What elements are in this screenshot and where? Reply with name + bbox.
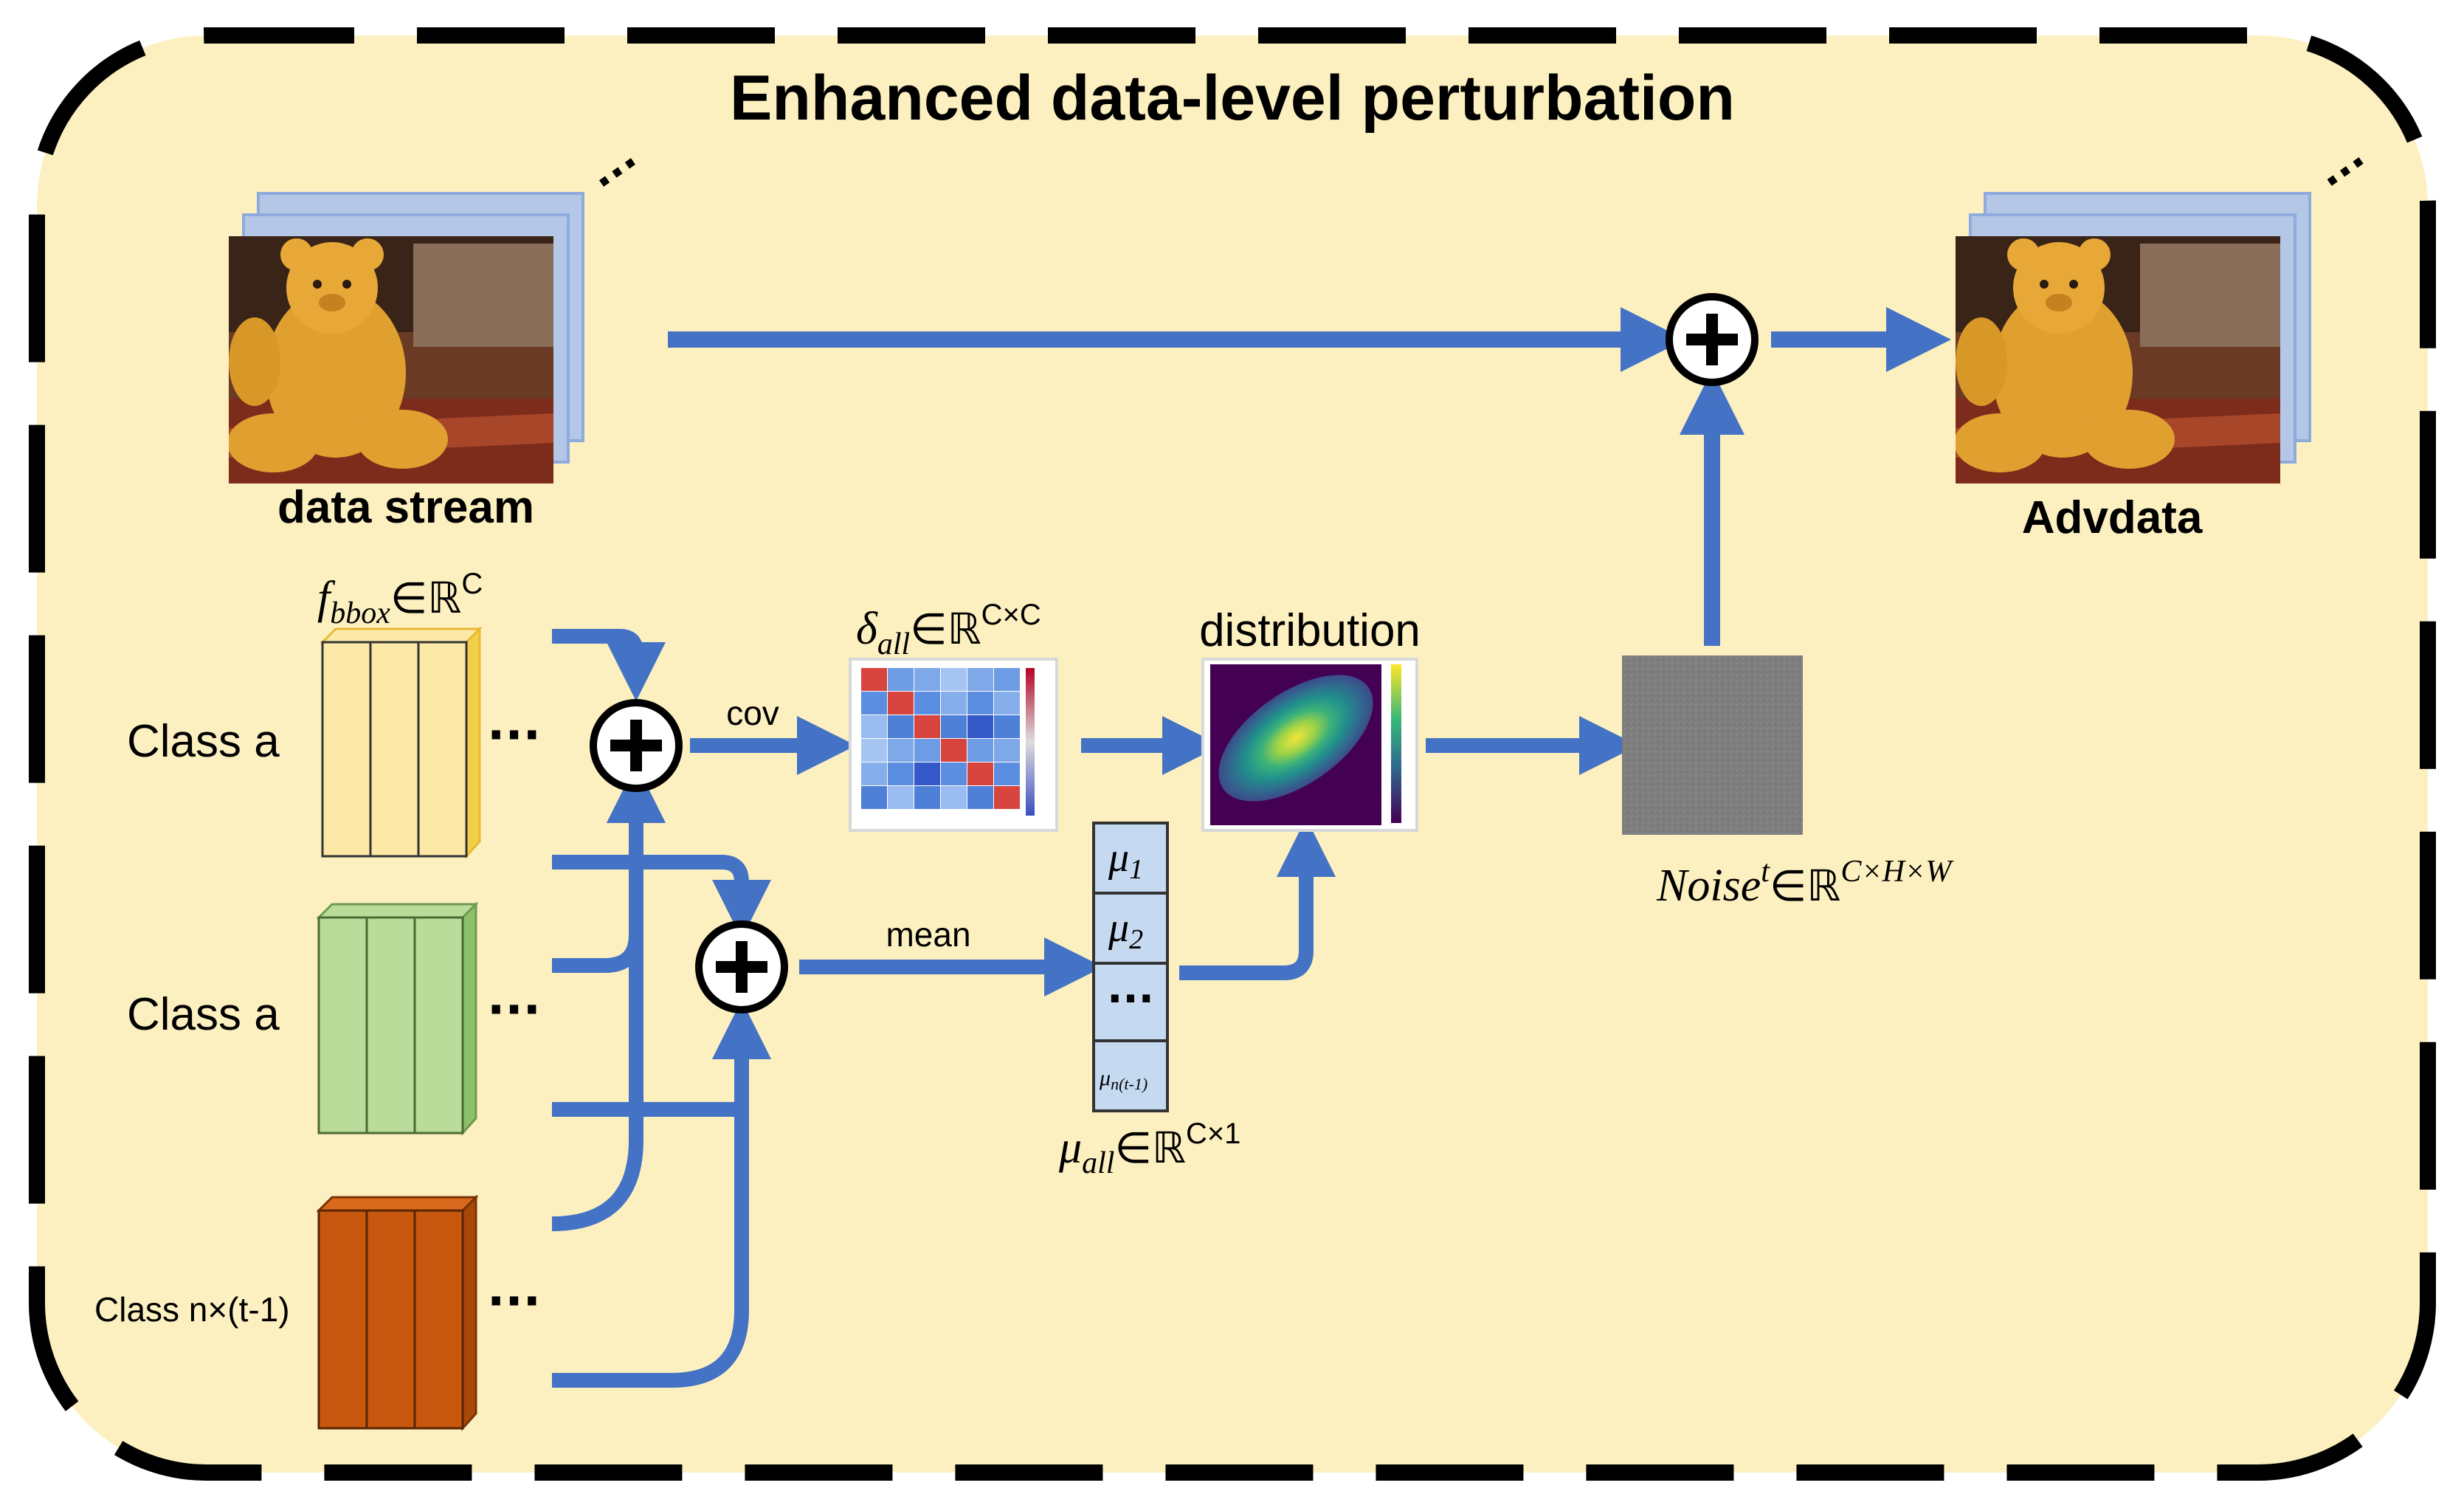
noise-set: ∈ℝ (1770, 862, 1840, 910)
feature-block-row-2 (316, 901, 479, 1136)
heatmap-cell (967, 668, 993, 691)
heatmap-cell (914, 786, 940, 809)
class-label-row-3: Class n×(t-1) (94, 1290, 290, 1329)
heatmap-cell (967, 692, 993, 715)
noise-label: Noiset∈ℝC×H×W (1656, 855, 1954, 911)
diagram-title: Enhanced data-level perturbation (730, 63, 1735, 134)
heatmap-cell (994, 668, 1020, 691)
feature-superscript: C (461, 568, 483, 600)
heatmap-cell (914, 739, 940, 762)
gaussian-ellipse (1218, 675, 1373, 802)
heatmap-cell (888, 762, 914, 785)
mean-vector: μ1 μ2 ··· μn(t-1) (1092, 822, 1169, 1112)
advdata-stack: ··· (1956, 139, 2378, 483)
covariance-subscript: all (877, 627, 910, 661)
heatmap-cell (861, 786, 887, 809)
heatmap-cell (994, 786, 1020, 809)
heatmap-cell (994, 692, 1020, 715)
feature-more-dots-row-1: ··· (487, 709, 541, 763)
heatmap-cell (941, 739, 967, 762)
heatmap-cell (888, 668, 914, 691)
feature-subscript: bbox (330, 596, 390, 630)
heatmap-cell (994, 739, 1020, 762)
mean-vector-label: μall∈ℝC×1 (1058, 1118, 1240, 1180)
distribution-colorbar (1391, 664, 1401, 823)
covariance-superscript: C×C (981, 599, 1041, 631)
feature-block-row-1 (320, 626, 483, 859)
mean-vector-symbol: μ (1058, 1123, 1082, 1173)
mean-vector-subscript: all (1082, 1146, 1114, 1180)
covariance-symbol: δ (856, 604, 878, 654)
feature-label: fbbox∈ℝC (317, 568, 483, 630)
heatmap-cell (914, 668, 940, 691)
heatmap-cell (941, 668, 967, 691)
feature-more-dots-row-2: ··· (487, 983, 541, 1038)
data-stream-label: data stream (277, 482, 534, 533)
cov-label: cov (726, 694, 779, 732)
noise-superscript: C×H×W (1840, 855, 1954, 889)
distribution-label: distribution (1199, 605, 1421, 656)
mean-entry-1: μ1 (1108, 835, 1143, 885)
heatmap-cell (914, 692, 940, 715)
class-label-row-1: Class a (127, 716, 280, 767)
teddy-bear-photo (229, 236, 553, 483)
heatmap-cell (941, 762, 967, 785)
noise-image (1622, 655, 1803, 835)
feature-set: ∈ℝ (390, 574, 461, 622)
feature-block-row-3 (316, 1194, 479, 1431)
heatmap-cell (914, 715, 940, 738)
heatmap-cell (967, 739, 993, 762)
heatmap-cell (888, 786, 914, 809)
heatmap-cell (994, 715, 1020, 738)
data-stream-stack: ··· (229, 140, 651, 483)
class-label-row-2: Class a (127, 989, 280, 1040)
add-operator-mean (695, 920, 788, 1013)
covariance-set: ∈ℝ (910, 605, 981, 653)
heatmap-cell (941, 786, 967, 809)
mean-entry-ellipsis: ··· (1107, 975, 1154, 1023)
heatmap-cell (861, 762, 887, 785)
heatmap-cell (888, 692, 914, 715)
distribution-plot (1201, 658, 1418, 832)
heatmap-cell (861, 739, 887, 762)
heatmap-cell (941, 692, 967, 715)
heatmap-cell (861, 715, 887, 738)
panel-dashed-border (29, 27, 2436, 1481)
heatmap-cell (967, 786, 993, 809)
advdata-label: Advdata (2022, 492, 2203, 543)
arrow-row1-to-mean-add (552, 855, 771, 939)
mean-label: mean (886, 915, 970, 954)
add-operator-cov (590, 699, 683, 792)
noise-time-superscript: t (1761, 855, 1770, 889)
flow-connectors (551, 629, 1638, 1388)
heatmap-colorbar (1026, 668, 1035, 816)
heatmap-cell (967, 762, 993, 785)
heatmap-cell (941, 715, 967, 738)
heatmap-cells (861, 668, 1020, 809)
arrow-row3-to-cov-add (551, 764, 666, 1231)
heatmap-cell (861, 668, 887, 691)
noise-symbol: Noise (1656, 861, 1761, 911)
feature-more-dots-row-3: ··· (487, 1275, 541, 1329)
covariance-label: δall∈ℝC×C (856, 599, 1041, 661)
adversarial-teddy-photo (1956, 236, 2280, 483)
mean-entry-2: μ2 (1108, 905, 1143, 955)
mean-entry-last: μn(t-1) (1099, 1066, 1148, 1093)
add-operator-top (1666, 293, 1759, 386)
heatmap-cell (994, 762, 1020, 785)
heatmap-cell (861, 692, 887, 715)
heatmap-cell (967, 715, 993, 738)
arrow-row3-to-mean-add (552, 1000, 771, 1388)
covariance-heatmap (849, 658, 1058, 832)
arrow-row1-to-cov-add (552, 629, 666, 701)
heatmap-cell (888, 739, 914, 762)
arrow-means-to-distribution (1179, 818, 1336, 980)
mean-vector-set: ∈ℝ (1114, 1124, 1185, 1172)
heatmap-cell (914, 762, 940, 785)
mean-vector-superscript: C×1 (1186, 1118, 1241, 1150)
heatmap-cell (888, 715, 914, 738)
